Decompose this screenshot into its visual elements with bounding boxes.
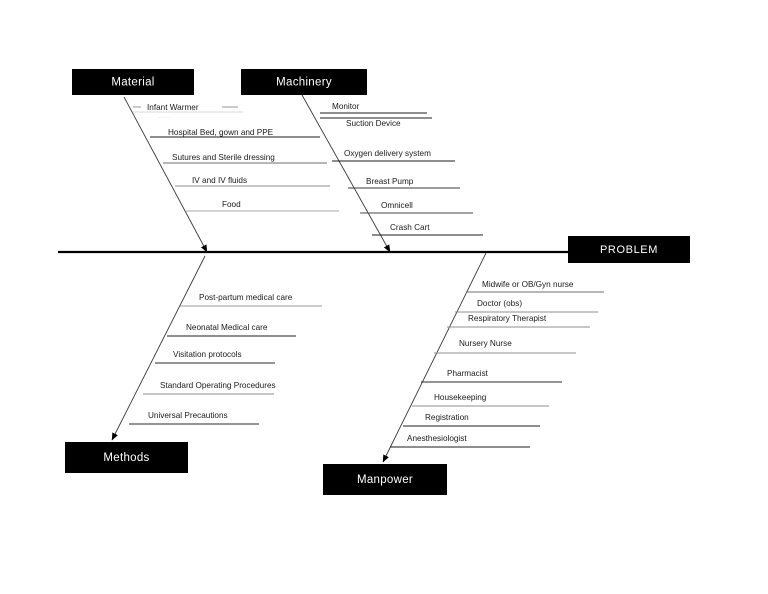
cause-label-methods-0: Post-partum medical care [199, 293, 293, 302]
cause-label-machinery-1: Suction Device [346, 119, 401, 128]
category-label-machinery: Machinery [276, 77, 332, 89]
bones-group [111, 94, 487, 463]
cause-label-material-3: IV and IV fluids [192, 176, 247, 185]
cause-label-manpower-5: Housekeeping [434, 393, 487, 402]
cause-label-material-1: Hospital Bed, gown and PPE [168, 128, 274, 137]
category-label-methods: Methods [103, 452, 149, 464]
bone-line-manpower [382, 252, 487, 463]
category-box-methods[interactable] [65, 442, 188, 473]
category-label-manpower: Manpower [357, 474, 413, 486]
bone-line-methods [111, 255, 206, 441]
cause-label-manpower-7: Anesthesiologist [407, 434, 467, 443]
cause-label-manpower-3: Nursery Nurse [459, 339, 512, 348]
cause-label-machinery-0: Monitor [332, 102, 360, 111]
category-label-material: Material [111, 77, 154, 89]
cause-label-machinery-5: Crash Cart [390, 223, 430, 232]
category-box-machinery[interactable] [241, 69, 367, 95]
cause-label-manpower-2: Respiratory Therapist [468, 314, 547, 323]
problem-box[interactable] [568, 236, 690, 263]
cause-label-material-0: Infant Warmer [147, 103, 199, 112]
cause-label-manpower-0: Midwife or OB/Gyn nurse [482, 280, 574, 289]
cause-label-material-4: Food [222, 200, 241, 209]
cause-label-machinery-4: Omnicell [381, 201, 413, 210]
cause-label-manpower-6: Registration [425, 413, 469, 422]
ghost-erased-text: .......... [158, 115, 171, 119]
cause-label-methods-2: Visitation protocols [173, 350, 242, 359]
cause-label-manpower-1: Doctor (obs) [477, 299, 522, 308]
cause-label-machinery-2: Oxygen delivery system [344, 149, 431, 158]
bone-line-machinery [301, 94, 391, 253]
category-box-manpower[interactable] [323, 464, 447, 495]
cause-label-machinery-3: Breast Pump [366, 177, 414, 186]
cause-label-methods-1: Neonatal Medical care [186, 323, 268, 332]
ghost-artifact-group: .......... [133, 106, 238, 119]
cause-label-manpower-4: Pharmacist [447, 369, 489, 378]
cause-label-methods-4: Universal Precautions [148, 411, 228, 420]
category-box-material[interactable] [72, 69, 194, 95]
cause-label-methods-3: Standard Operating Procedures [160, 381, 276, 390]
problem-box-group: PROBLEM [568, 236, 690, 263]
problem-label: PROBLEM [600, 244, 658, 256]
cause-label-material-2: Sutures and Sterile dressing [172, 153, 275, 162]
bone-line-material [123, 96, 208, 253]
